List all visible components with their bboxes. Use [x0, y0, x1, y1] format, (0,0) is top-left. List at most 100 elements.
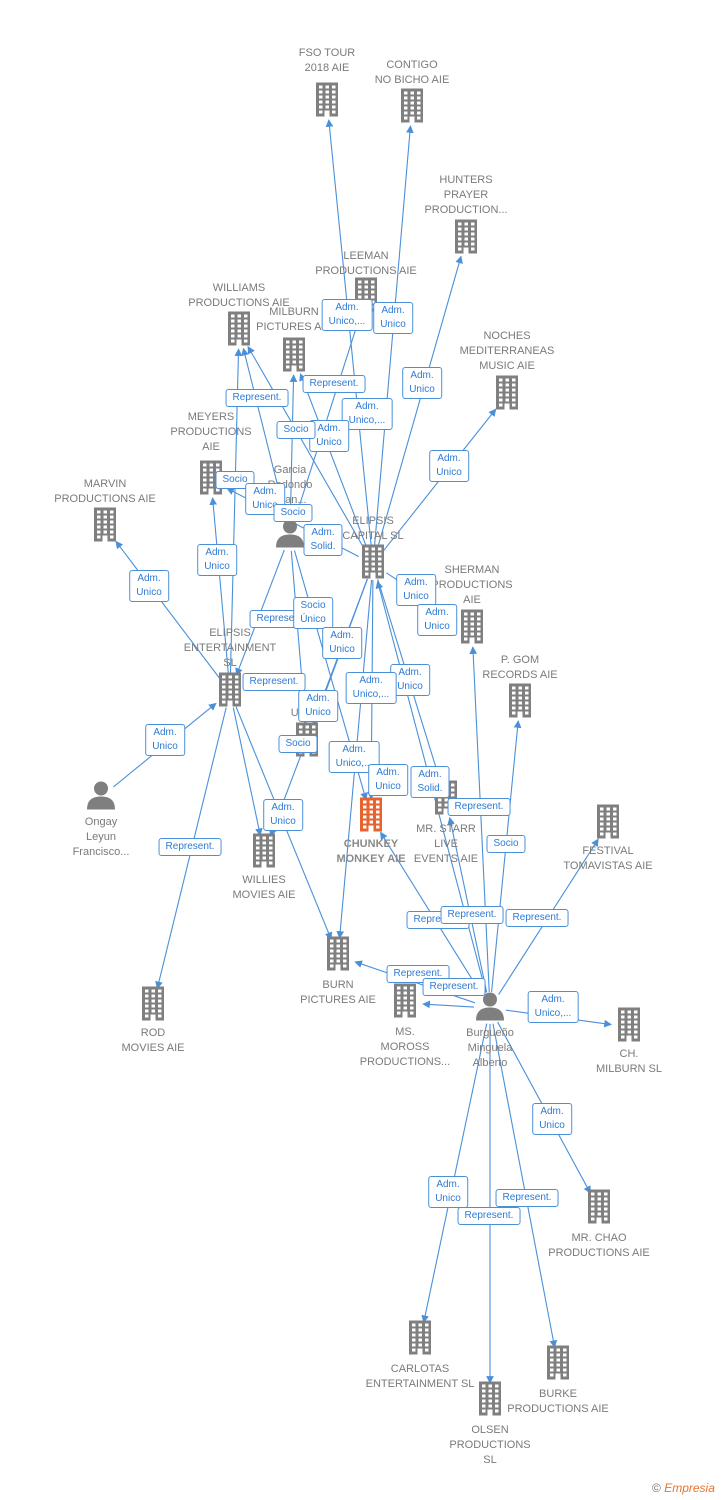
relation-label[interactable]: Adm.Unico: [129, 570, 169, 602]
building-icon[interactable]: [92, 507, 118, 547]
node-label-line: ENTERTAINMENT SL: [365, 1378, 475, 1390]
relation-label[interactable]: Adm.Unico: [429, 450, 469, 482]
relation-label[interactable]: Adm.Unico: [532, 1103, 572, 1135]
relation-label[interactable]: Represent.: [422, 978, 486, 996]
relation-label[interactable]: Represent.: [302, 375, 366, 393]
relation-label[interactable]: Represent.: [225, 389, 289, 407]
relation-label[interactable]: Adm.Unico: [145, 724, 185, 756]
relation-label[interactable]: Adm.Unico: [322, 627, 362, 659]
relation-label[interactable]: Socio: [486, 835, 526, 853]
edge-burgueno-pgom: [491, 720, 522, 993]
relation-label[interactable]: Adm.Unico,...: [345, 672, 397, 704]
relation-label[interactable]: Socio: [276, 421, 316, 439]
relation-label[interactable]: Adm.Unico: [263, 799, 303, 831]
person-icon[interactable]: [86, 780, 116, 815]
building-icon[interactable]: [459, 609, 485, 649]
building-icon[interactable]: [360, 544, 386, 584]
node-label-chmilburn[interactable]: CH.MILBURN SL: [596, 1047, 662, 1077]
building-icon[interactable]: [507, 683, 533, 723]
edge-elipsis_capital-fso: [325, 119, 372, 549]
relation-label[interactable]: Adm.Unico,...: [527, 991, 579, 1023]
building-icon[interactable]: [251, 833, 277, 873]
relation-label-line: Unico: [305, 707, 331, 718]
relation-label-line: Socio: [283, 424, 309, 435]
relation-label[interactable]: Adm.Unico: [298, 690, 338, 722]
relation-label[interactable]: Adm.Solid.: [303, 524, 343, 556]
relation-label[interactable]: Adm.Unico: [197, 544, 237, 576]
building-icon[interactable]: [281, 337, 307, 377]
relation-label[interactable]: Represent.: [505, 909, 569, 927]
building-icon[interactable]: [314, 82, 340, 122]
relation-label[interactable]: Adm.Unico: [396, 574, 436, 606]
relation-label[interactable]: Adm.Unico: [428, 1176, 468, 1208]
relation-label[interactable]: Socio: [273, 504, 313, 522]
building-icon[interactable]: [453, 219, 479, 259]
person-icon[interactable]: [275, 518, 305, 553]
relation-label-line: Adm.: [437, 453, 461, 464]
edge-elipsis_capital-hunters: [376, 255, 463, 549]
relation-label-line: Represent.: [464, 1210, 514, 1221]
relation-label[interactable]: Represent.: [447, 798, 511, 816]
relation-label[interactable]: Adm.Unico: [417, 604, 457, 636]
building-icon[interactable]: [586, 1189, 612, 1229]
building-icon[interactable]: [392, 983, 418, 1023]
building-icon[interactable]: [477, 1381, 503, 1421]
relation-label[interactable]: Adm.Unico: [368, 764, 408, 796]
building-icon[interactable]: [545, 1345, 571, 1385]
relation-label[interactable]: Adm.Unico: [402, 367, 442, 399]
building-icon[interactable]: [226, 311, 252, 351]
edge-burgueno-sherman: [469, 646, 490, 993]
relation-label[interactable]: Represent.: [440, 906, 504, 924]
person-icon[interactable]: [475, 991, 505, 1026]
relation-label[interactable]: Adm.Solid.: [410, 766, 450, 798]
building-icon[interactable]: [325, 936, 351, 976]
relation-label[interactable]: Socio: [215, 471, 255, 489]
building-icon[interactable]: [616, 1007, 642, 1047]
relation-label[interactable]: Adm.Unico: [373, 302, 413, 334]
relation-label[interactable]: Socio: [278, 735, 318, 753]
node-label-line: MR. CHAO: [571, 1232, 627, 1244]
relation-label[interactable]: Represent.: [158, 838, 222, 856]
building-icon[interactable]: [494, 375, 520, 415]
relation-label[interactable]: Adm.Unico,...: [321, 299, 373, 331]
node-label-line: MR. STARR: [416, 823, 476, 835]
relation-label[interactable]: Adm.Unico,...: [341, 398, 393, 430]
building-icon[interactable]: [358, 797, 384, 837]
relation-label[interactable]: Represent.: [495, 1189, 559, 1207]
building-icon[interactable]: [407, 1320, 433, 1360]
relation-label[interactable]: Represent.: [242, 673, 306, 691]
building-icon[interactable]: [140, 986, 166, 1026]
building-icon[interactable]: [217, 672, 243, 712]
relation-label[interactable]: Represent.: [457, 1207, 521, 1225]
building-icon[interactable]: [399, 88, 425, 128]
relation-label[interactable]: Adm.Unico: [309, 420, 349, 452]
building-icon[interactable]: [595, 804, 621, 844]
